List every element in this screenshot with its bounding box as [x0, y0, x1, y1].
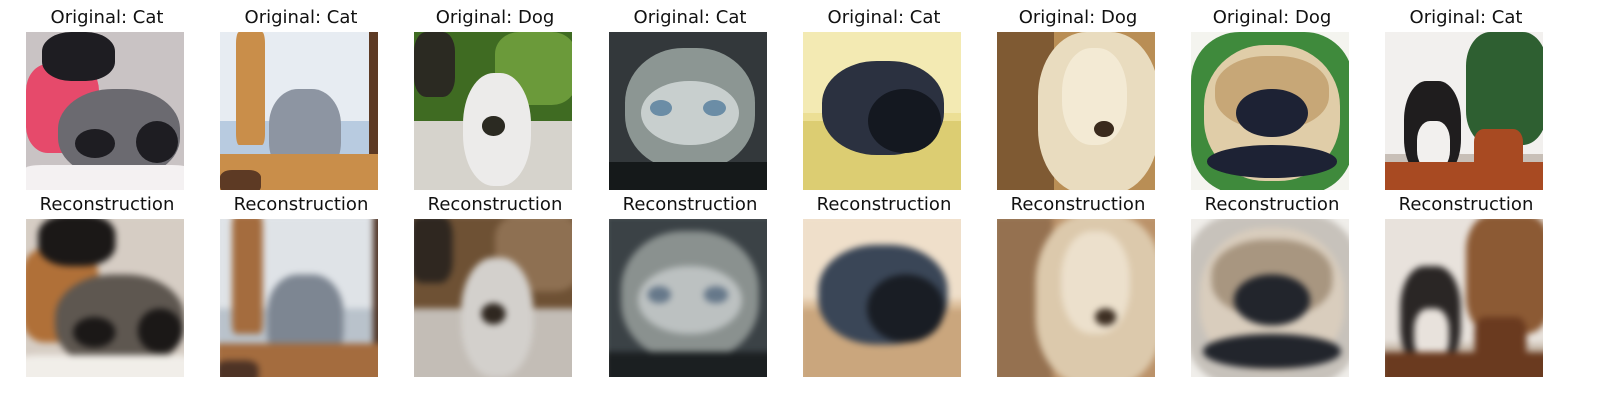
reconstruction-title: Reconstruction	[1010, 194, 1146, 215]
reconstruction-pixels	[997, 219, 1155, 377]
reconstruction-pixels	[220, 219, 378, 377]
image-region	[137, 308, 183, 354]
image-region	[647, 286, 672, 304]
reconstruction-image	[997, 219, 1155, 377]
reconstruction-pixels	[414, 219, 572, 377]
original-pixels	[1385, 32, 1543, 190]
image-region	[867, 88, 941, 154]
image-region	[1203, 334, 1341, 369]
image-region	[74, 129, 116, 159]
original-image	[414, 32, 572, 190]
image-region	[72, 317, 116, 349]
image-region	[1236, 88, 1308, 138]
image-region	[649, 100, 673, 117]
reconstruction-image	[803, 219, 961, 377]
image-region	[136, 121, 179, 164]
reconstruction-pixels	[26, 219, 184, 377]
original-title: Original: Dog	[435, 7, 555, 28]
original-title: Original: Cat	[1409, 7, 1523, 28]
original-image	[1191, 32, 1349, 190]
original-pixels	[997, 32, 1155, 190]
original-pixels	[414, 32, 572, 190]
original-pixels	[26, 32, 184, 190]
image-region	[1417, 121, 1450, 170]
reconstruction-image	[220, 219, 378, 377]
reconstruction-pixels	[1191, 219, 1349, 377]
image-region	[1466, 219, 1543, 335]
reconstruction-title: Reconstruction	[1398, 194, 1534, 215]
image-region	[414, 32, 455, 97]
original-pixels	[609, 32, 767, 190]
image-region	[1385, 161, 1543, 190]
reconstruction-title: Reconstruction	[1204, 194, 1340, 215]
image-region	[1385, 351, 1543, 377]
image-region	[232, 219, 264, 335]
image-region	[236, 32, 266, 146]
original-title: Original: Cat	[827, 7, 941, 28]
image-region	[1207, 145, 1337, 178]
reconstruction-pixels	[803, 219, 961, 377]
original-image	[1385, 32, 1543, 190]
reconstruction-title: Reconstruction	[816, 194, 952, 215]
image-region	[1094, 121, 1114, 138]
reconstruction-image	[1385, 219, 1543, 377]
image-region	[42, 32, 116, 81]
original-title: Original: Cat	[244, 7, 358, 28]
reconstruction-image	[1191, 219, 1349, 377]
original-pixels	[1191, 32, 1349, 190]
image-region	[703, 286, 728, 304]
original-image	[220, 32, 378, 190]
image-region	[220, 360, 259, 377]
reconstruction-title: Reconstruction	[233, 194, 369, 215]
image-region	[369, 32, 378, 190]
image-region	[26, 354, 184, 377]
original-title: Original: Cat	[50, 7, 164, 28]
image-region	[481, 303, 506, 325]
reconstruction-title: Reconstruction	[427, 194, 563, 215]
reconstruction-pixels	[1385, 219, 1543, 377]
reconstruction-title: Reconstruction	[39, 194, 175, 215]
image-region	[482, 116, 505, 136]
image-region	[414, 219, 453, 283]
original-image	[997, 32, 1155, 190]
original-image	[803, 32, 961, 190]
reconstruction-image	[414, 219, 572, 377]
image-region	[1095, 308, 1116, 326]
image-region	[609, 351, 767, 377]
image-region	[1414, 308, 1449, 361]
reconstruction-title: Reconstruction	[622, 194, 758, 215]
reconstruction-image	[609, 219, 767, 377]
original-image	[26, 32, 184, 190]
image-region	[1234, 274, 1310, 326]
image-region	[26, 164, 184, 190]
image-region	[866, 274, 945, 343]
reconstruction-pixels	[609, 219, 767, 377]
image-region	[373, 219, 378, 377]
original-title: Original: Cat	[633, 7, 747, 28]
image-region	[220, 169, 261, 190]
image-region	[609, 161, 767, 190]
original-image	[609, 32, 767, 190]
original-title: Original: Dog	[1212, 7, 1332, 28]
original-title: Original: Dog	[1018, 7, 1138, 28]
image-region	[702, 100, 726, 117]
original-pixels	[220, 32, 378, 190]
reconstruction-image	[26, 219, 184, 377]
original-pixels	[803, 32, 961, 190]
image-region	[1466, 32, 1543, 146]
image-region	[38, 219, 116, 266]
